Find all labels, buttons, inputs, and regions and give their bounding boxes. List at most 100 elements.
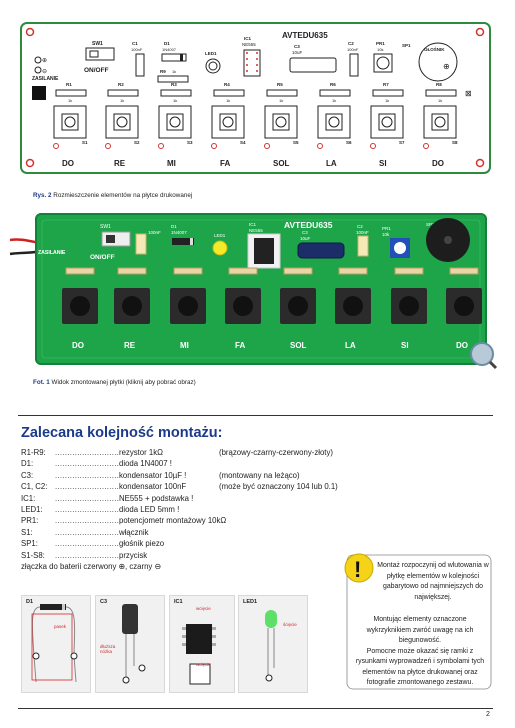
part-row: LED1:...................................… bbox=[21, 504, 361, 515]
page-number: 2 bbox=[486, 711, 490, 718]
thumb-c3-tag: dłuższa nóżka bbox=[100, 644, 116, 654]
photo-on-off-label: ON/OFF bbox=[90, 254, 115, 261]
part-desc: NE555 + podstawka ! bbox=[119, 493, 194, 503]
thumb-d1-label: D1 bbox=[26, 599, 34, 605]
part-desc: włącznik bbox=[119, 527, 149, 537]
part-desc: rezystor 1kΩ bbox=[119, 448, 163, 457]
caption-prefix: Fot. 1 bbox=[33, 379, 50, 386]
svg-text:⊕: ⊕ bbox=[443, 62, 450, 71]
no-bin-icon: ⊠ bbox=[465, 89, 472, 98]
parts-list: R1-R9:..................................… bbox=[21, 447, 361, 572]
note-label: SOL bbox=[273, 159, 290, 168]
part-row: C1, C2:.................................… bbox=[21, 481, 361, 492]
resistor bbox=[107, 89, 139, 97]
resistor-value: 1k bbox=[226, 98, 230, 103]
photo-pr1-label: PR1 bbox=[382, 226, 391, 231]
photo-led1-label: LED1 bbox=[214, 233, 226, 238]
leader-dots: ........................................… bbox=[55, 470, 119, 480]
led1-label: LED1 bbox=[205, 51, 217, 56]
part-ref: C1, C2: bbox=[21, 482, 48, 492]
thumb-led1-tag: ścięcie bbox=[283, 622, 297, 627]
resistor-value: 1k bbox=[279, 98, 283, 103]
photo-resistor bbox=[338, 267, 368, 275]
part-row: PR1:....................................… bbox=[21, 515, 361, 526]
resistor-label: R8 bbox=[436, 82, 442, 87]
photo-note-label: DO bbox=[72, 341, 84, 350]
photo-sw1-label: SW1 bbox=[100, 224, 111, 230]
thumb-ic1-tag-top: wcięcie bbox=[196, 606, 211, 611]
photo-resistor bbox=[173, 267, 203, 275]
note-label: LA bbox=[326, 159, 337, 168]
svg-text:⊕: ⊕ bbox=[42, 58, 47, 64]
pcb-layout-diagram: ⊕ ⊖ ZASILANIE SW1 ON/OFF C1 100nF D1 1N4… bbox=[20, 22, 491, 174]
d1-label: D1 bbox=[164, 41, 170, 46]
photo-ic1-value: NE555 bbox=[249, 228, 263, 233]
notice-paragraph-1: Montaż rozpoczynij od wlutowania w płytk… bbox=[377, 562, 489, 601]
thumb-d1: D1 pasek bbox=[21, 595, 91, 693]
leader-dots: ........................................… bbox=[55, 527, 119, 537]
photo-note-label: MI bbox=[180, 341, 189, 350]
thumb-d1-tag: pasek bbox=[54, 624, 67, 629]
photo-note-label: FA bbox=[235, 341, 245, 350]
thumb-c3-label: C3 bbox=[100, 599, 108, 605]
part-ref: IC1: bbox=[21, 493, 36, 503]
resistor-value: 1k bbox=[173, 98, 177, 103]
c1-label: C1 bbox=[132, 41, 138, 46]
c3-value: 10uF bbox=[292, 50, 303, 55]
assembled-board-photo[interactable]: ZASILANIE ON/OFF AVTEDU635 SW1 100nF D1 … bbox=[8, 210, 498, 380]
ic1-value: NE555 bbox=[242, 42, 256, 47]
photo-c2-value: 100nF bbox=[356, 230, 369, 235]
photo-c3-label: C3 bbox=[302, 230, 308, 235]
leader-dots: ........................................… bbox=[55, 550, 119, 560]
notice-text-2: Montując elementy oznaczone wykrzyknikie… bbox=[351, 615, 489, 689]
part-desc: kondensator 10µF ! bbox=[119, 470, 187, 480]
leader-dots: ........................................… bbox=[55, 482, 119, 492]
leader-dots: ........................................… bbox=[55, 459, 119, 469]
svg-text:⊖: ⊖ bbox=[42, 69, 47, 75]
note-label: MI bbox=[167, 159, 176, 168]
part-note: (może być oznaczony 104 lub 0.1) bbox=[219, 482, 338, 492]
caption-text: Widok zmontowanej płytki (kliknij aby po… bbox=[49, 379, 196, 386]
photo-resistor bbox=[283, 267, 313, 275]
part-row: S1-S8:..................................… bbox=[21, 550, 361, 561]
part-row: S1:.....................................… bbox=[21, 527, 361, 538]
photo-ic1-label: IC1 bbox=[249, 222, 257, 227]
part-row: SP1:....................................… bbox=[21, 538, 361, 549]
r9-label: R9 bbox=[160, 69, 166, 74]
switch-label: S6 bbox=[346, 140, 352, 145]
resistor-label: R3 bbox=[171, 82, 177, 87]
resistor-label: R1 bbox=[66, 82, 72, 87]
part-ref: D1: bbox=[21, 459, 34, 469]
battery-connector-line: złączka do baterii czerwony ⊕, czarny ⊖ bbox=[21, 562, 162, 572]
resistor bbox=[55, 89, 87, 97]
note-label: RE bbox=[114, 159, 126, 168]
switch-label: S2 bbox=[134, 140, 140, 145]
resistor-value: 1k bbox=[120, 98, 124, 103]
resistor-value: 1k bbox=[385, 98, 389, 103]
resistor bbox=[266, 89, 298, 97]
thumb-ic1-tag-bottom: wcięcie bbox=[196, 662, 211, 667]
thumb-ic1: IC1 wcięcie wcięcie bbox=[169, 595, 235, 693]
part-ref: SP1: bbox=[21, 539, 38, 549]
zoom-label: ZOOM bbox=[474, 365, 487, 370]
switch-label: S4 bbox=[240, 140, 246, 145]
part-ref: LED1: bbox=[21, 505, 43, 515]
resistor-label: R6 bbox=[330, 82, 336, 87]
resistor bbox=[372, 89, 404, 97]
photo-d1-value: 1N4007 bbox=[171, 230, 187, 235]
photo-board-title: AVTEDU635 bbox=[284, 220, 333, 230]
photo-note-label: LA bbox=[345, 341, 356, 350]
photo-note-label: SI bbox=[401, 341, 409, 350]
switch-label: S1 bbox=[82, 140, 88, 145]
footer-divider bbox=[18, 708, 493, 709]
resistor-label: R7 bbox=[383, 82, 389, 87]
photo-resistor bbox=[228, 267, 258, 275]
c2-value: 100nF bbox=[347, 47, 359, 52]
assembly-notice-box: ! Montaż rozpoczynij od wlutowania w pły… bbox=[343, 553, 493, 691]
part-desc: potencjometr montażowy 10kΩ bbox=[119, 516, 227, 526]
leader-dots: ........................................… bbox=[55, 505, 119, 515]
c3-label: C3 bbox=[294, 44, 300, 49]
resistor-value: 1k bbox=[68, 98, 72, 103]
c2-label: C2 bbox=[348, 41, 354, 46]
leader-dots: ........................................… bbox=[55, 448, 119, 457]
